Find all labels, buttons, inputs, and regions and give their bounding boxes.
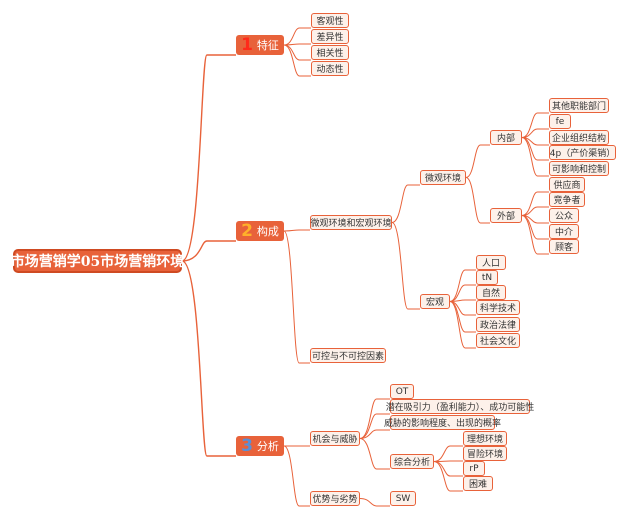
topic-external[interactable]: 外部 [490, 208, 522, 223]
topic-politics-law[interactable]: 政治法律 [476, 317, 520, 332]
connector-micro-inner [465, 144, 490, 178]
topic-sw[interactable]: SW [390, 491, 416, 506]
branch-label: 分析 [256, 440, 279, 453]
topic-risk-environment[interactable]: 冒险环境 [463, 446, 507, 461]
connector-b1-t4 [283, 44, 311, 77]
topic-opportunity-threat[interactable]: 机会与威胁 [310, 431, 360, 446]
topic-nature[interactable]: 自然 [476, 285, 506, 300]
branch-label: 构成 [256, 225, 279, 238]
branch-analysis[interactable]: 3 分析 [236, 436, 284, 456]
topic-competitors[interactable]: 竞争者 [549, 192, 585, 207]
connector-outer-o5 [521, 215, 549, 255]
number-two-icon: 2 [241, 220, 253, 241]
topic-controllable-factors[interactable]: 可控与不可控因素 [310, 348, 386, 363]
connector-b2-micromacro [283, 229, 310, 232]
topic-strengths-weaknesses[interactable]: 优势与劣势 [310, 491, 360, 506]
connector-macro-m6 [449, 301, 476, 349]
branch-label: 特征 [256, 39, 279, 52]
topic-public[interactable]: 公众 [549, 208, 579, 223]
connector-opp-p2 [359, 429, 390, 439]
connector-sw-swl [359, 498, 390, 507]
topic-population[interactable]: 人口 [476, 255, 506, 270]
topic-4p[interactable]: 4p（产价渠销） [549, 145, 616, 160]
connector-comp-c4 [433, 461, 463, 492]
topic-difficulty[interactable]: 困难 [463, 476, 493, 491]
connector-micromacro-macro [391, 222, 420, 310]
connector-inner-i1 [521, 112, 549, 138]
connector-outer-o1 [521, 191, 549, 216]
connector-macro-m1 [449, 269, 476, 302]
topic-org-structure[interactable]: 企业组织结构 [549, 130, 609, 145]
topic-rp[interactable]: rP [463, 461, 485, 476]
topic-ot[interactable]: OT [390, 384, 414, 399]
topic-potential-attraction[interactable]: 潜在吸引力（盈利能力）、成功可能性 [386, 399, 534, 414]
topic-intermediaries[interactable]: 中介 [549, 224, 579, 239]
number-one-icon: 1 [241, 34, 253, 55]
topic-dynamic[interactable]: 动态性 [311, 61, 349, 76]
branch-composition[interactable]: 2 构成 [236, 221, 284, 241]
topic-relevance[interactable]: 相关性 [311, 45, 349, 60]
connector-opp-comp [359, 438, 390, 470]
topic-internal[interactable]: 内部 [490, 130, 522, 145]
root-topic[interactable]: 市场营销学05市场营销环境 [11, 249, 184, 273]
connector-root-b3 [181, 260, 236, 457]
topic-objectivity[interactable]: 客观性 [311, 13, 349, 28]
connector-macro-m2 [449, 284, 476, 302]
connector-outer-o2 [521, 206, 549, 216]
connector-inner-i5 [521, 137, 549, 177]
connector-comp-c1 [433, 445, 463, 462]
connector-comp-c2 [433, 460, 463, 462]
connector-inner-i2 [521, 128, 549, 138]
topic-technology[interactable]: 科学技术 [476, 300, 520, 315]
topic-suppliers[interactable]: 供应商 [549, 177, 585, 192]
topic-other-departments[interactable]: 其他职能部门 [549, 98, 609, 113]
connector-micro-outer [465, 177, 490, 224]
topic-customers[interactable]: 顾客 [549, 239, 579, 254]
topic-fe[interactable]: fe [549, 114, 571, 129]
topic-ideal-environment[interactable]: 理想环境 [463, 431, 507, 446]
connector-opp-p1 [359, 413, 390, 439]
connector-b2-ctrl [283, 230, 310, 364]
topic-macro[interactable]: 宏观 [420, 294, 450, 309]
connector-b3-sw [283, 445, 310, 507]
topic-threat-impact[interactable]: 威胁的影响程度、出现的概率 [384, 415, 501, 430]
connector-root-b1 [181, 54, 236, 262]
topic-controllable[interactable]: 可影响和控制 [549, 161, 609, 176]
connector-root-b2 [181, 240, 236, 262]
topic-comprehensive-analysis[interactable]: 综合分析 [390, 454, 434, 469]
connector-micromacro-micro [391, 184, 420, 223]
connector-opp-ot [359, 398, 390, 439]
branch-characteristics[interactable]: 1 特征 [236, 35, 284, 55]
topic-difference[interactable]: 差异性 [311, 29, 349, 44]
topic-society-culture[interactable]: 社会文化 [476, 333, 520, 348]
topic-tn[interactable]: tN [476, 270, 498, 285]
topic-micro-macro[interactable]: 微观环境和宏观环境 [310, 215, 392, 230]
connector-b1-t1 [283, 27, 311, 46]
topic-micro-environment[interactable]: 微观环境 [420, 170, 466, 185]
number-three-icon: 3 [241, 435, 253, 456]
